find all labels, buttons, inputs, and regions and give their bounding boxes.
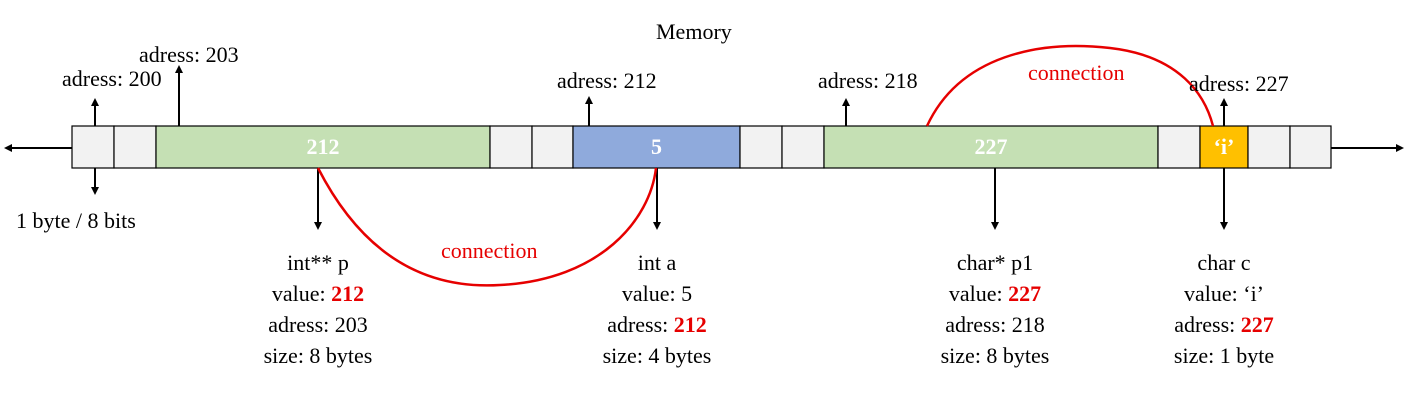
- diagram-title: Memory: [656, 19, 732, 44]
- variable-adress: adress: 227: [1174, 312, 1274, 337]
- memory-cell: [781, 125, 825, 169]
- memory-cell-a: [572, 125, 741, 169]
- variable-info-p: int** p value: 212 adress: 203 size: 8 b…: [264, 247, 373, 371]
- cell-value-p1: 227: [974, 134, 1008, 159]
- variable-name: int a: [637, 250, 677, 275]
- address-label-200: adress: 200: [62, 66, 162, 91]
- cell-value-p: 212: [306, 134, 340, 159]
- memory-cell: [1289, 125, 1332, 169]
- memory-cell: [71, 125, 115, 169]
- variable-info-c: char c value: ‘i’ adress: 227 size: 1 by…: [1174, 247, 1274, 371]
- variable-name: char* p1: [956, 250, 1034, 275]
- memory-cell: [489, 125, 533, 169]
- memory-cell: [113, 125, 157, 169]
- byte-size-label: 1 byte / 8 bits: [16, 208, 136, 233]
- variable-value: value: 212: [271, 281, 365, 306]
- variable-size: size: 1 byte: [1173, 343, 1275, 368]
- memory-cell: [739, 125, 783, 169]
- variable-name: char c: [1197, 250, 1251, 275]
- variable-adress: adress: 203: [268, 312, 368, 337]
- memory-cell-p: [155, 125, 491, 169]
- variable-size: size: 4 bytes: [602, 343, 712, 368]
- variable-name: int** p: [287, 250, 349, 275]
- connection-label-bottom: connection: [441, 238, 538, 263]
- variable-value: value: 5: [621, 281, 693, 306]
- variable-size: size: 8 bytes: [940, 343, 1050, 368]
- memory-cell: [1157, 125, 1201, 169]
- connection-label-top: connection: [1028, 60, 1125, 85]
- cell-value-a: 5: [651, 134, 662, 159]
- memory-cell-c: [1199, 125, 1249, 169]
- cell-value-c: ‘i’: [1213, 134, 1235, 159]
- variable-info-a: int a value: 5 adress: 212 size: 4 bytes: [603, 247, 712, 371]
- address-label-227: adress: 227: [1189, 71, 1289, 96]
- memory-strip: [71, 125, 1332, 169]
- memory-cell: [531, 125, 574, 169]
- memory-cell-p1: [823, 125, 1159, 169]
- memory-cell: [1247, 125, 1291, 169]
- variable-adress: adress: 212: [607, 312, 707, 337]
- variable-value: value: ‘i’: [1183, 281, 1265, 306]
- variable-size: size: 8 bytes: [263, 343, 373, 368]
- address-label-212: adress: 212: [557, 68, 657, 93]
- address-label-218: adress: 218: [818, 68, 918, 93]
- variable-info-p1: char* p1 value: 227 adress: 218 size: 8 …: [941, 247, 1050, 371]
- connection-curve-top: [925, 44, 1215, 127]
- variable-adress: adress: 218: [945, 312, 1045, 337]
- address-label-203: adress: 203: [139, 42, 239, 67]
- connection-curve-bottom: [316, 167, 658, 287]
- variable-value: value: 227: [948, 281, 1042, 306]
